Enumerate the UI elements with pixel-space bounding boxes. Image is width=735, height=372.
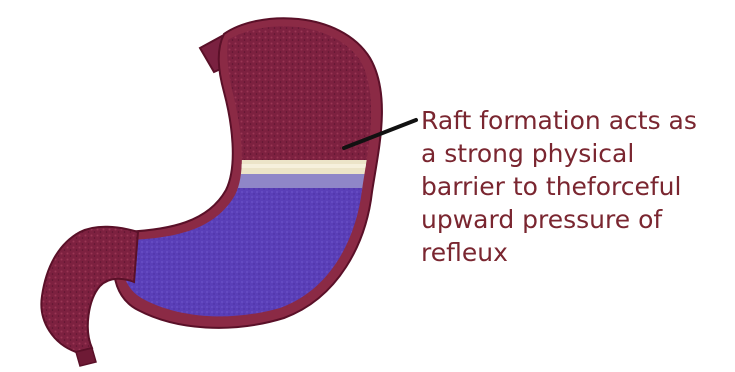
- annotation-line-3: barrier to theforceful: [421, 170, 731, 203]
- annotation-line-1: Raft formation acts as: [421, 104, 731, 137]
- annotation-line-4: upward pressure of: [421, 203, 731, 236]
- annotation-line-2: a strong physical: [421, 137, 731, 170]
- annotation-text: Raft formation acts as a strong physical…: [421, 104, 731, 269]
- annotation-line-5: refleux: [421, 236, 731, 269]
- raft-boundary: [100, 174, 400, 190]
